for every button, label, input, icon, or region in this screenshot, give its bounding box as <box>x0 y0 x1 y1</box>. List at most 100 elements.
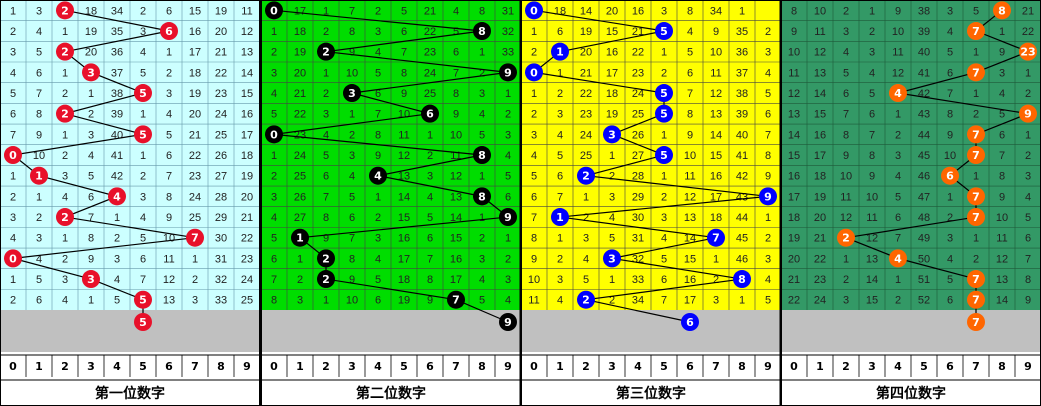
table-cell: 12 <box>450 171 462 183</box>
winning-ball-number: 5 <box>660 108 668 121</box>
table-cell: 31 <box>502 5 514 17</box>
axis-label: 9 <box>243 360 251 373</box>
winning-ball <box>56 104 74 123</box>
table-cell: 3 <box>765 47 771 59</box>
table-cell: 29 <box>632 191 644 203</box>
table-cell: 32 <box>215 274 227 286</box>
table-cell: 5 <box>661 253 667 265</box>
table-cell: 2 <box>271 47 277 59</box>
table-cell: 7 <box>947 88 953 100</box>
table-cell: 6 <box>349 212 355 224</box>
table-cell: 11 <box>840 191 851 203</box>
axis-label: 2 <box>322 360 330 373</box>
table-cell: 15 <box>606 26 618 38</box>
table-cell: 3 <box>36 5 42 17</box>
table-cell: 1 <box>531 26 537 38</box>
table-cell: 35 <box>111 26 123 38</box>
table-cell: 1 <box>62 67 68 79</box>
winning-ball <box>733 270 751 289</box>
table-cell: 21 <box>424 5 436 17</box>
winning-ball <box>186 228 204 247</box>
table-cell: 9 <box>427 295 433 307</box>
table-cell: 26 <box>632 129 644 141</box>
table-cell: 42 <box>111 171 123 183</box>
table-cell: 33 <box>215 295 227 307</box>
table-cell: 1 <box>166 47 172 59</box>
table-cell: 2 <box>62 253 68 265</box>
table-cell: 25 <box>632 109 644 121</box>
table-cell: 5 <box>36 274 42 286</box>
next-ball-number: 5 <box>139 316 147 329</box>
table-cell: 4 <box>36 253 42 265</box>
axis-label: 8 <box>217 360 225 373</box>
panel-3-title-strip <box>521 380 781 406</box>
table-cell: 10 <box>788 47 800 59</box>
table-cell: 3 <box>869 47 875 59</box>
table-cell: 25 <box>580 150 592 162</box>
table-cell: 1 <box>973 233 979 245</box>
table-cell: 2 <box>973 109 979 121</box>
table-cell: 34 <box>632 295 644 307</box>
table-cell: 24 <box>294 150 306 162</box>
table-cell: 9 <box>453 109 459 121</box>
axis-label: 8 <box>738 360 746 373</box>
axis-label: 6 <box>686 360 694 373</box>
axis-label: 0 <box>530 360 538 373</box>
table-cell: 1 <box>271 26 277 38</box>
table-cell: 3 <box>765 253 771 265</box>
axis-label: 4 <box>634 360 642 373</box>
winning-ball-number: 7 <box>191 232 199 245</box>
table-cell: 15 <box>189 5 201 17</box>
table-cell: 18 <box>241 150 253 162</box>
table-cell: 5 <box>557 150 563 162</box>
table-cell: 3 <box>114 253 120 265</box>
axis-label: 4 <box>374 360 382 373</box>
table-cell: 41 <box>111 150 123 162</box>
table-cell: 21 <box>241 212 253 224</box>
winning-ball <box>473 187 491 206</box>
table-cell: 19 <box>215 5 227 17</box>
table-cell: 6 <box>869 109 875 121</box>
table-cell: 3 <box>479 253 485 265</box>
table-cell: 8 <box>687 5 693 17</box>
table-cell: 35 <box>736 26 748 38</box>
winning-ball <box>889 84 907 103</box>
table-cell: 2 <box>557 88 563 100</box>
axis-label: 6 <box>426 360 434 373</box>
table-cell: 21 <box>294 88 306 100</box>
table-cell: 9 <box>531 253 537 265</box>
axis-label: 5 <box>660 360 668 373</box>
table-cell: 4 <box>479 109 485 121</box>
table-cell: 9 <box>947 129 953 141</box>
table-cell: 10 <box>450 129 462 141</box>
winning-ball <box>369 166 387 185</box>
axis-label: 4 <box>113 360 121 373</box>
winning-ball-number: 5 <box>139 294 147 307</box>
table-cell: 8 <box>349 253 355 265</box>
table-cell: 7 <box>843 109 849 121</box>
table-cell: 2 <box>271 171 277 183</box>
table-cell: 6 <box>323 171 329 183</box>
table-cell: 19 <box>241 171 253 183</box>
table-cell: 3 <box>297 295 303 307</box>
table-cell: 2 <box>36 212 42 224</box>
table-cell: 2 <box>140 5 146 17</box>
table-cell: 10 <box>346 67 358 79</box>
table-cell: 43 <box>918 109 930 121</box>
table-cell: 22 <box>788 295 800 307</box>
winning-ball-number: 7 <box>972 149 980 162</box>
table-cell: 15 <box>710 150 722 162</box>
table-cell: 4 <box>10 233 16 245</box>
table-cell: 12 <box>892 67 904 79</box>
table-cell: 7 <box>140 274 146 286</box>
table-cell: 1 <box>557 233 563 245</box>
table-cell: 7 <box>88 212 94 224</box>
table-cell: 19 <box>814 191 826 203</box>
table-cell: 23 <box>580 109 592 121</box>
table-cell: 9 <box>713 26 719 38</box>
table-cell: 11 <box>163 253 174 265</box>
table-cell: 26 <box>215 150 227 162</box>
table-cell: 4 <box>1025 191 1031 203</box>
table-cell: 25 <box>424 88 436 100</box>
